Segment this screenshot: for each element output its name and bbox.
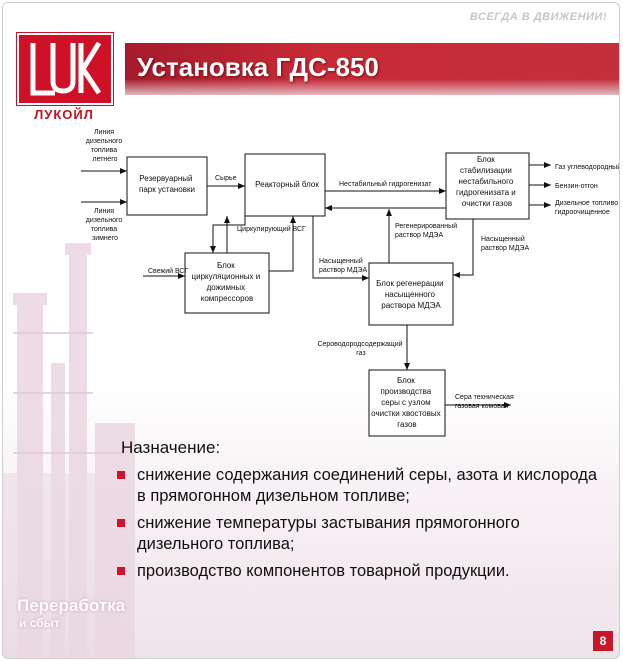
arrow-saturated-mdea-left <box>312 216 369 281</box>
refinery-silhouette-icon <box>3 243 135 658</box>
purpose-title: Назначение: <box>121 438 221 457</box>
output-gasoline-label: Бензин-отгон <box>555 183 598 190</box>
block-stabilization <box>445 152 530 220</box>
block-compressors <box>184 252 270 314</box>
block-tank-park <box>126 156 208 216</box>
block-reactor <box>244 153 326 217</box>
list-item: снижение температуры застывания прямогон… <box>115 513 605 555</box>
input-winter-fuel-label: Линия дизельного топлива зимнего <box>86 208 125 242</box>
input-fresh-hydrogen-label: Свежий ВСГ <box>148 267 188 275</box>
block-sulfur-label: Блок производства серы с узлом очистки х… <box>371 376 443 429</box>
list-item: снижение содержания соединений серы, азо… <box>115 465 605 507</box>
flow-unstable-label: Нестабильный гидрогенизат <box>339 180 432 188</box>
input-summer-fuel-label: Линия дизельного топлива летнего <box>86 129 125 163</box>
footer-line2: и сбыт <box>19 616 60 630</box>
list-item: производство компонентов товарной продук… <box>115 561 605 582</box>
page-number: 8 <box>593 631 613 651</box>
purpose-list: снижение содержания соединений серы, азо… <box>115 465 605 588</box>
block-reactor-label: Реакторный блок <box>255 180 319 189</box>
arrow-circ-hydrogen <box>210 216 246 253</box>
output-diesel-label: Дизельное топливо гидроочищенное <box>555 200 619 216</box>
title-bar: Установка ГДС-850 <box>125 43 619 95</box>
bullet-square-icon <box>117 519 125 527</box>
slogan: ВСЕГДА В ДВИЖЕНИИ! <box>469 11 607 23</box>
output-sulfur-label: Сера техническая газовая комовая <box>455 394 516 410</box>
flow-raw-label: Сырье <box>215 175 237 182</box>
footer-tag: Переработка и сбыт <box>17 596 125 630</box>
page-title: Установка ГДС-850 <box>137 52 379 82</box>
process-flow-diagram: Резервуарный парк установки Реакторный б… <box>81 129 619 437</box>
flow-regen-mdea-label: Регенерированный раствор МДЭА <box>395 222 459 239</box>
output-hydrocarbon-gas-label: Газ углеводородный <box>555 163 619 171</box>
bullet-square-icon <box>117 471 125 479</box>
lukoil-logo-icon <box>17 33 113 105</box>
logo-text: ЛУКОЙЛ <box>34 107 94 122</box>
block-mdea-regeneration <box>368 262 454 326</box>
block-tank-park-label: Резервуарный парк установки <box>139 174 195 194</box>
flow-h2s-gas-label: Сероводородсодержащий газ <box>317 340 404 357</box>
bullet-square-icon <box>117 567 125 575</box>
block-mdea-regeneration-label: Блок регенерации насыщенного раствора МД… <box>376 279 446 310</box>
flow-circ-hydrogen-label: Циркулирующий ВСГ <box>237 225 306 233</box>
block-sulfur <box>368 369 446 437</box>
footer-line1: Переработка <box>17 596 126 615</box>
block-compressors-label: Блок циркуляционных и дожимных компрессо… <box>192 261 263 303</box>
flow-saturated-mdea-right-label: Насыщенный раствор МДЭА <box>481 235 529 252</box>
arrow-saturated-mdea-right <box>453 219 474 278</box>
block-stabilization-label: Блок стабилизации нестабильного гидроген… <box>456 155 518 208</box>
flow-saturated-mdea-left-label: Насыщенный раствор МДЭА <box>319 257 367 274</box>
arrow-compressor-to-reactor <box>269 216 296 272</box>
